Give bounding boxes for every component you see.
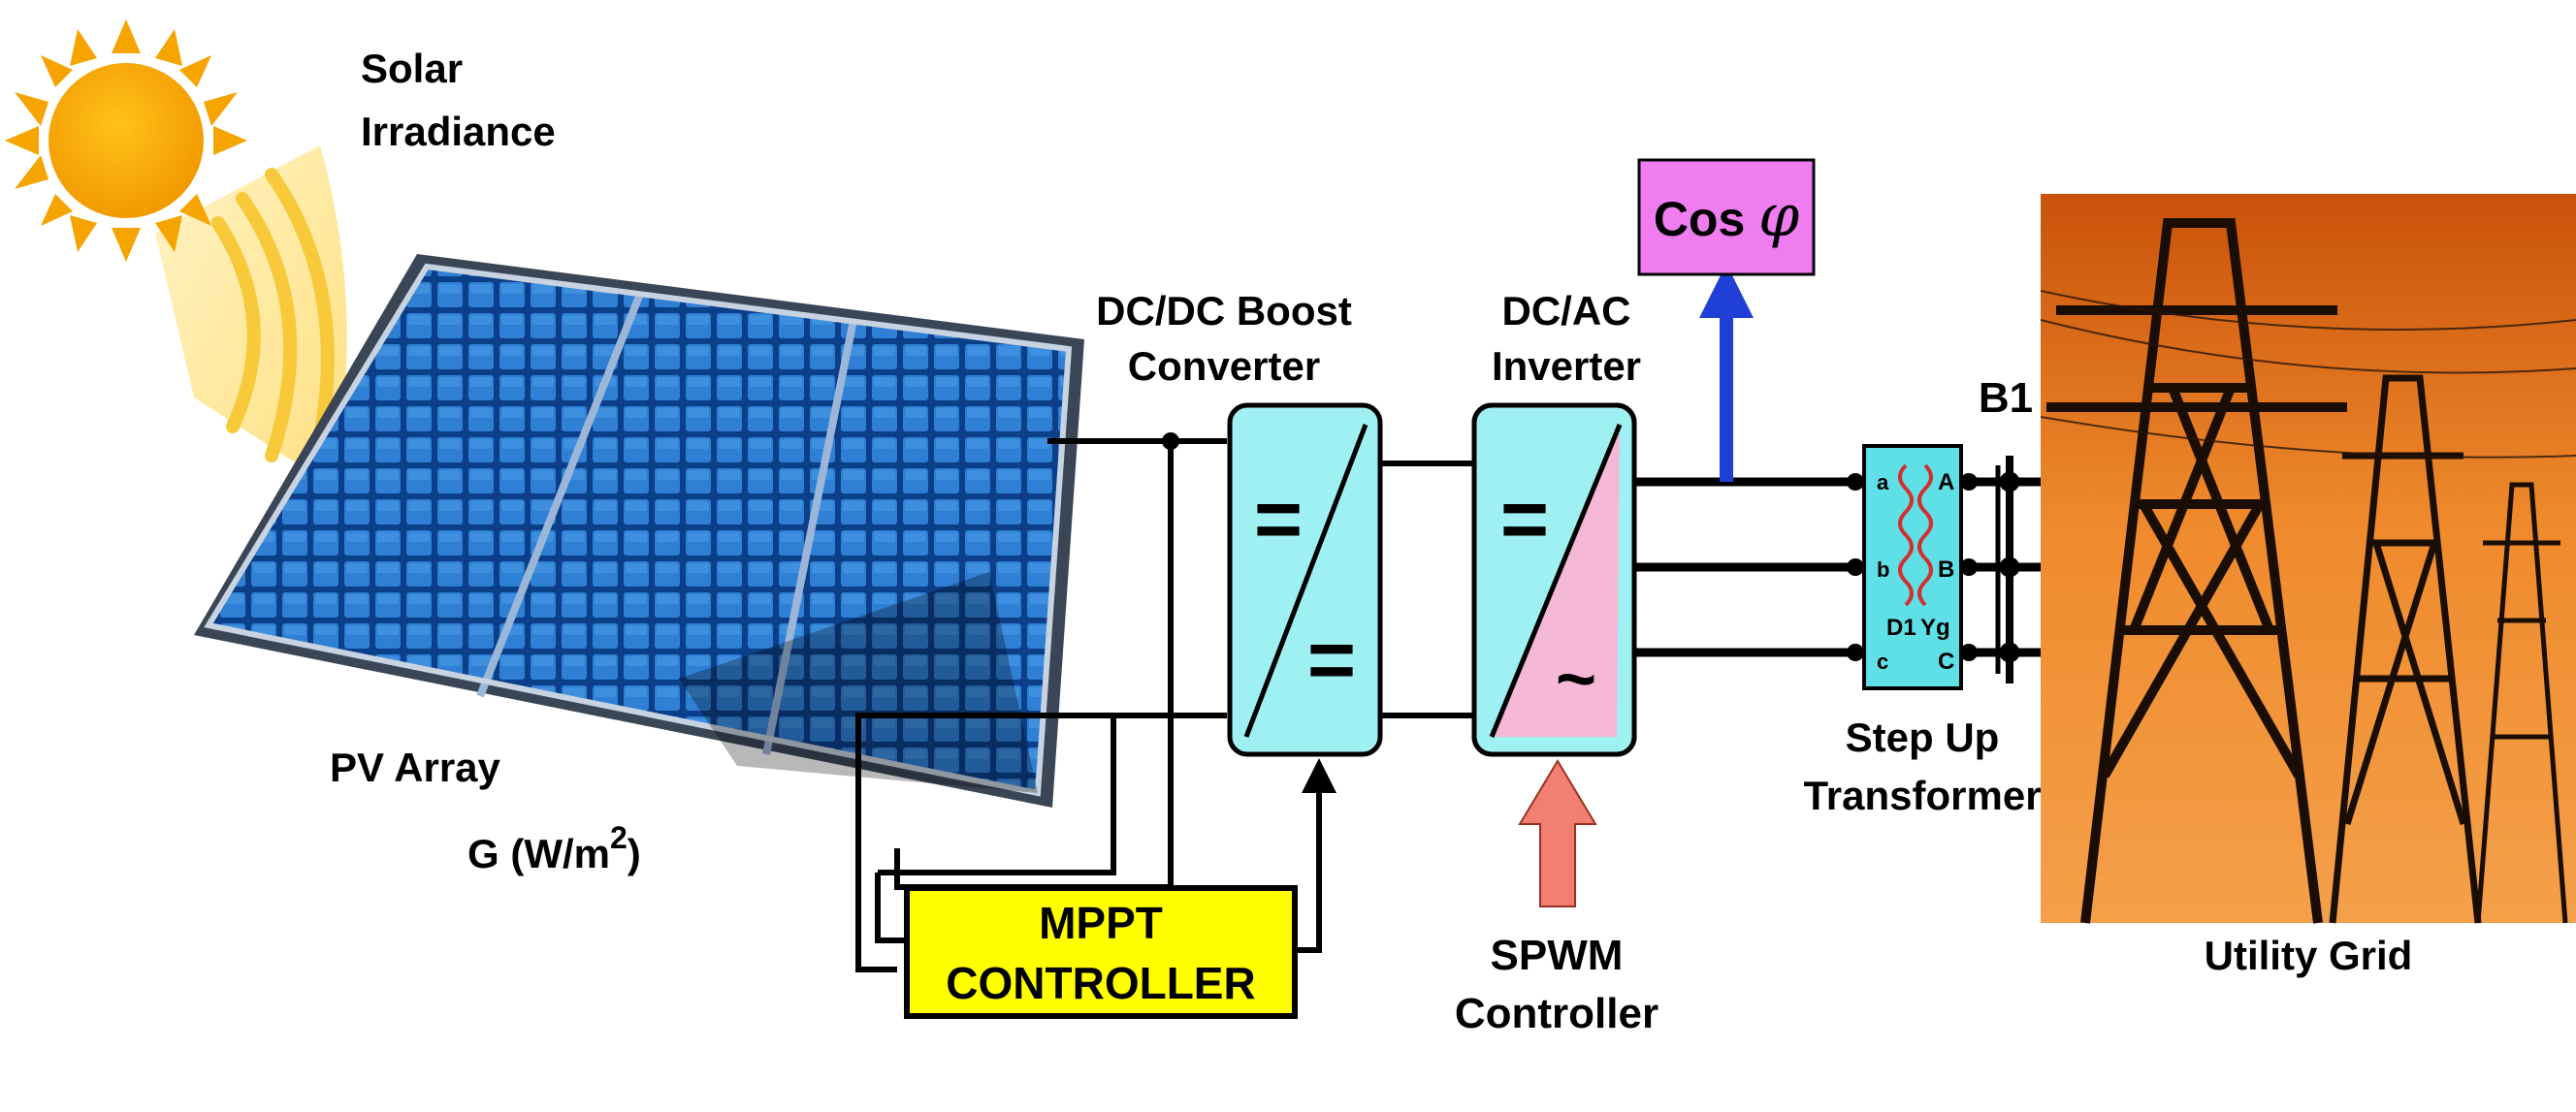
- spwm-label-line2: Controller: [1455, 990, 1658, 1037]
- mppt-to-boost-line: [1295, 758, 1336, 953]
- inverter-label-line1: DC/AC: [1502, 288, 1631, 334]
- inverter-ac-symbol: ~: [1556, 641, 1596, 718]
- cos-phi-symbol: φ: [1758, 182, 1799, 250]
- xfmr-terminal-B: B: [1938, 556, 1954, 583]
- xfmr-terminal-A: A: [1938, 469, 1954, 495]
- spwm-arrow: [1518, 759, 1597, 907]
- boost-label-line2: Converter: [1128, 343, 1320, 389]
- dc-ac-inverter-block: = ~: [1471, 402, 1637, 757]
- xfmr-terminal-c: c: [1877, 650, 1888, 674]
- pv-array-label: PV Array: [330, 745, 501, 790]
- transformer-label-line2: Transformer: [1803, 773, 2041, 818]
- mppt-controller-block: MPPT CONTROLLER: [904, 885, 1298, 1019]
- boost-dc-out-symbol: =: [1307, 614, 1356, 707]
- xfmr-winding-yg: Yg: [1920, 615, 1950, 641]
- dc-link-wiring: [1380, 461, 1474, 718]
- step-up-transformer-block: a b c A B C D1 Yg: [1847, 444, 1978, 690]
- utility-grid-label: Utility Grid: [2205, 933, 2413, 978]
- solar-irradiance-label-line2: Irradiance: [361, 109, 556, 154]
- xfmr-terminal-C: C: [1938, 649, 1954, 675]
- mppt-label-line1: MPPT: [1039, 898, 1163, 948]
- inverter-label-line2: Inverter: [1492, 343, 1641, 389]
- ac-three-phase-lines: [1634, 477, 1857, 657]
- spwm-label-line1: SPWM: [1491, 932, 1624, 979]
- irradiance-g-label: G (W/m2): [467, 820, 641, 876]
- cos-phi-prefix: Cos: [1654, 192, 1758, 246]
- svg-text:Cos φ: Cos φ: [1654, 182, 1799, 250]
- sun-icon: [5, 19, 247, 262]
- solar-irradiance-label-line1: Solar: [361, 46, 463, 91]
- boost-dc-in-symbol: =: [1254, 473, 1303, 566]
- inverter-dc-symbol: =: [1500, 473, 1549, 566]
- utility-grid-image: [2040, 194, 2576, 924]
- transformer-label-line1: Step Up: [1846, 715, 2000, 760]
- dc-dc-boost-converter-block: = =: [1227, 402, 1383, 757]
- bus-b1-label: B1: [1979, 374, 2033, 422]
- xfmr-winding-d1: D1: [1886, 615, 1916, 641]
- xfmr-terminal-a: a: [1877, 470, 1889, 494]
- cos-phi-block: Cos φ: [1637, 158, 1816, 276]
- solar-panel-icon: [194, 254, 1084, 808]
- boost-label-line1: DC/DC Boost: [1096, 288, 1352, 334]
- bus-b1: [1969, 456, 2041, 683]
- xfmr-terminal-b: b: [1877, 557, 1889, 582]
- mppt-label-line2: CONTROLLER: [946, 958, 1255, 1008]
- transmission-tower-icon: [2046, 218, 2347, 924]
